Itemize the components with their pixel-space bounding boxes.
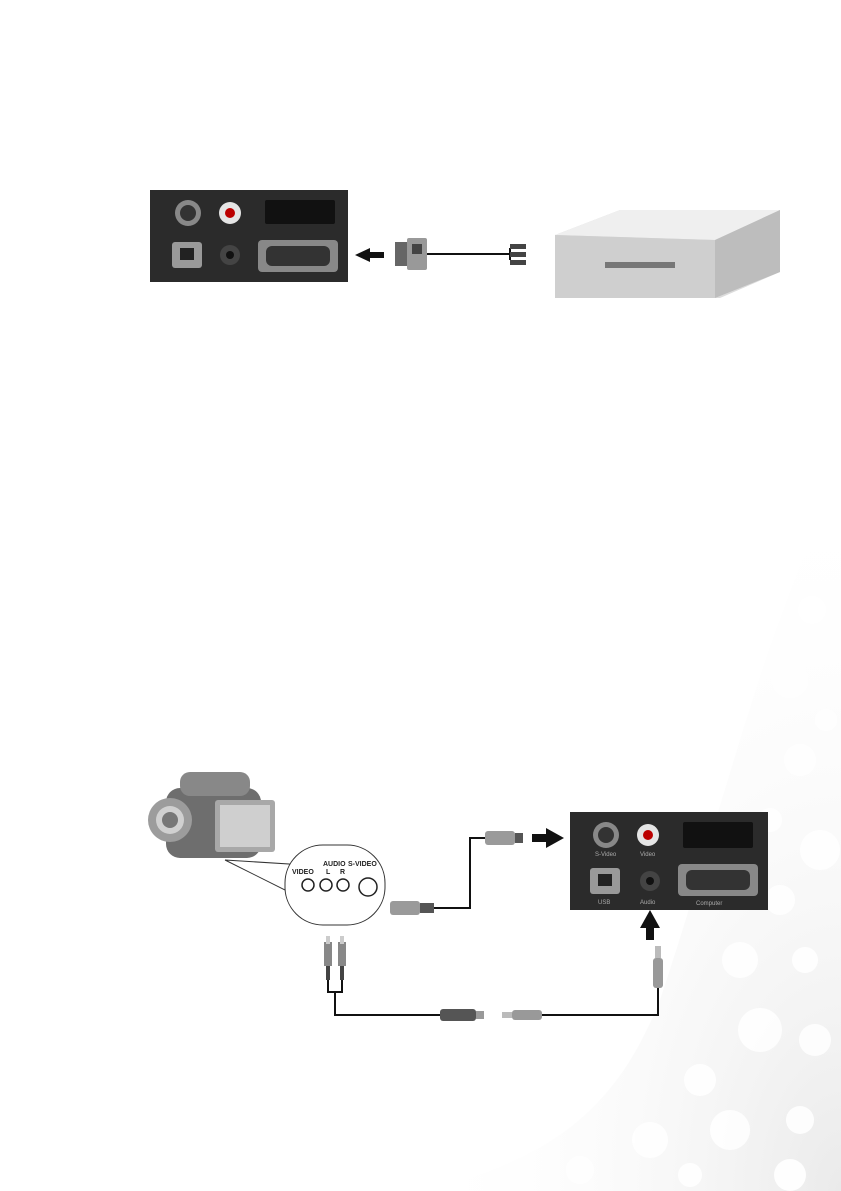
audio-port-label: AUDIO xyxy=(323,861,346,868)
dvd-connection-diagram xyxy=(150,180,780,300)
mini-plug-icon xyxy=(653,946,663,988)
audio-right-label: R xyxy=(340,869,345,876)
projector-io-panel: S-Video Video USB Audio Computer xyxy=(570,812,768,910)
projector-io-panel xyxy=(150,190,348,282)
camcorder-icon xyxy=(148,772,275,858)
dvd-player-icon xyxy=(555,210,780,298)
panel-video-label: Video xyxy=(640,852,656,858)
rca-plugs-icon xyxy=(510,244,526,265)
panel-svideo-label: S-Video xyxy=(595,852,617,858)
rca-audio-plugs-icon xyxy=(324,936,346,980)
audio-left-label: L xyxy=(326,869,331,876)
audio-left-jack-icon xyxy=(320,879,332,891)
audio-cable xyxy=(328,980,440,1015)
audio-right-jack-icon xyxy=(337,879,349,891)
video-jack-icon xyxy=(302,879,314,891)
arrow-left-icon xyxy=(355,248,384,262)
audio-cable xyxy=(542,988,658,1015)
mini-plug-icon xyxy=(502,1010,542,1020)
vga-adapter-connector xyxy=(395,238,427,270)
svideo-cable xyxy=(390,831,523,915)
svideo-jack-icon xyxy=(359,878,377,896)
video-port-label: VIDEO xyxy=(292,869,314,876)
audio-adapter-connector xyxy=(440,1009,484,1021)
panel-usb-label: USB xyxy=(598,900,610,906)
camcorder-connection-diagram: VIDEO AUDIO L R S-VIDEO S-Video Video US xyxy=(140,760,780,1040)
camcorder-port-callout: VIDEO AUDIO L R S-VIDEO xyxy=(285,845,385,925)
svideo-port-label: S-VIDEO xyxy=(348,861,377,868)
arrow-right-icon xyxy=(532,828,564,848)
panel-audio-label: Audio xyxy=(640,900,656,906)
ir-window xyxy=(683,822,753,848)
panel-computer-label: Computer xyxy=(696,901,722,907)
ir-window xyxy=(265,200,335,224)
arrow-up-icon xyxy=(640,910,660,940)
